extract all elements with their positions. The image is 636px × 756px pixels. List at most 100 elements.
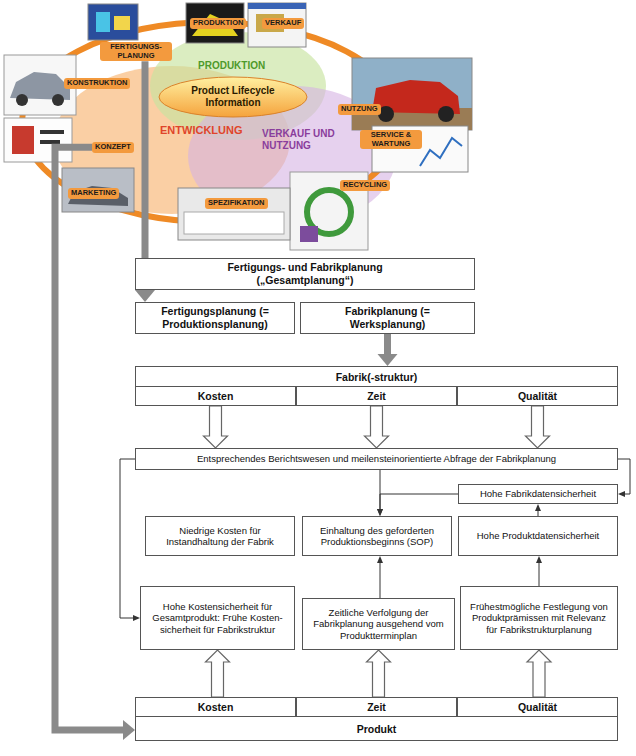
car-wheel xyxy=(52,94,64,106)
node-text: Qualität xyxy=(518,390,557,403)
process-box: Frühestmögliche Festlegung von Produktpr… xyxy=(460,586,618,650)
block-arrow xyxy=(365,406,389,448)
recycling-thumbnail-detail xyxy=(300,226,318,242)
concept-thumbnail-detail xyxy=(12,126,34,154)
node-text: Produkt xyxy=(136,717,617,740)
criterion-cell: Qualität xyxy=(457,386,618,406)
node-text: SPEZIFIKATION xyxy=(208,199,265,208)
process-box: Zeitliche Verfolgung der Fabrikplanung a… xyxy=(302,598,455,650)
connector xyxy=(206,650,230,697)
phase-tag: VERKAUF xyxy=(262,18,304,29)
connector xyxy=(378,334,398,366)
truck-wheel xyxy=(438,106,454,122)
process-box: Fertigungs- und Fabrikplanung („Gesamtpl… xyxy=(135,258,475,290)
production-thumbnail xyxy=(186,3,244,43)
node-text: Frühestmögliche Festlegung von Produktpr… xyxy=(466,601,612,635)
process-box: Hohe Fabrikdatensicherheit xyxy=(458,484,618,504)
connector xyxy=(535,504,541,516)
criterion-cell: Kosten xyxy=(135,386,296,406)
node-text: Hohe Kostensicherheit für Gesamtprodukt:… xyxy=(146,601,289,635)
node-text: Hohe Produktdatensicherheit xyxy=(477,530,600,541)
phase-tag: KONSTRUKTION xyxy=(64,78,130,89)
node-text: Fabrik(-struktur) xyxy=(136,367,617,387)
connector xyxy=(618,459,630,497)
block-arrow xyxy=(367,650,391,697)
node-text: Entsprechendes Berichtswesen und meilens… xyxy=(197,453,556,464)
group-box: Produkt Kosten Zeit Qualität xyxy=(135,697,618,741)
node-text: Qualität xyxy=(518,701,557,714)
info-ellipse: Product Lifecycle Information xyxy=(158,76,308,118)
node-text: Zeitliche Verfolgung der Fabrikplanung a… xyxy=(308,607,449,641)
arrow-head xyxy=(133,615,140,621)
connector-line xyxy=(142,61,149,291)
phase-tag: MARKETING xyxy=(68,188,119,199)
arrow-head xyxy=(536,556,542,563)
planning-thumbnail xyxy=(88,4,138,40)
node-text: Zeit xyxy=(367,390,386,403)
arrow-head xyxy=(135,290,155,302)
node-text: Zeit xyxy=(367,701,386,714)
marketing-car xyxy=(68,186,128,206)
sales-thumbnail-detail xyxy=(248,3,306,9)
block-arrow xyxy=(527,650,551,697)
service-chart xyxy=(420,138,462,166)
connector-line xyxy=(120,459,135,618)
sales-thumbnail xyxy=(248,3,306,47)
phase-tag: FERTIGUNGS-PLANUNG xyxy=(100,42,172,61)
connector xyxy=(204,406,228,448)
criterion-cell: Kosten xyxy=(135,697,296,717)
specification-thumbnail xyxy=(178,188,290,240)
node-text: PRODUKTION xyxy=(193,19,243,28)
connector xyxy=(536,556,542,586)
phase-label: PRODUKTION xyxy=(198,60,265,72)
arrow-head xyxy=(535,504,541,511)
node-text: Kosten xyxy=(198,390,234,403)
arrow-head xyxy=(618,491,625,497)
node-text: VERKAUF xyxy=(265,19,301,28)
node-text: KONSTRUKTION xyxy=(67,79,127,88)
group-box: Fabrik(-struktur) Kosten Zeit Qualität xyxy=(135,366,618,406)
criterion-cell: Qualität xyxy=(457,697,618,717)
node-text: Fabrikplanung (= Werksplanung) xyxy=(306,305,469,330)
node-text: Fertigungsplanung (= Produktionsplanung) xyxy=(141,305,289,330)
connector xyxy=(527,650,551,697)
node-text: Kosten xyxy=(198,701,234,714)
node-text: Niedrige Kosten für Instandhaltung der F… xyxy=(151,525,289,548)
connector-line xyxy=(380,494,458,510)
process-box: Entsprechendes Berichtswesen und meilens… xyxy=(135,448,618,470)
block-arrow xyxy=(204,406,228,448)
process-box: Einhaltung des geforderten Produktionsbe… xyxy=(302,516,452,556)
connector xyxy=(365,406,389,448)
marketing-thumbnail xyxy=(62,168,134,212)
phase-tag: SPEZIFIKATION xyxy=(205,198,268,209)
process-box: Niedrige Kosten für Instandhaltung der F… xyxy=(145,516,295,556)
concept-thumbnail xyxy=(4,118,72,162)
phase-tag: PRODUKTION xyxy=(190,18,246,29)
connector xyxy=(526,406,550,448)
node-text: Product Lifecycle Information xyxy=(177,85,289,109)
process-box: Hohe Kostensicherheit für Gesamtprodukt:… xyxy=(140,586,295,650)
node-text: Fertigungs- und Fabrikplanung („Gesamtpl… xyxy=(205,261,405,286)
node-text: Hohe Fabrikdatensicherheit xyxy=(480,488,596,499)
arrow-head xyxy=(377,556,383,563)
planning-thumbnail-detail xyxy=(114,16,130,30)
connector xyxy=(120,459,140,621)
connector-line xyxy=(380,562,381,598)
concept-thumbnail-detail xyxy=(40,140,60,144)
criterion-cell: Zeit xyxy=(296,386,457,406)
phase-label: VERKAUF UND NUTZUNG xyxy=(262,128,346,151)
planning-thumbnail-detail xyxy=(96,12,110,32)
block-arrow xyxy=(206,650,230,697)
phase-label: ENTWICKLUNG xyxy=(160,124,243,137)
node-text: Einhaltung des geforderten Produktionsbe… xyxy=(308,525,446,548)
process-box: Hohe Produktdatensicherheit xyxy=(458,516,618,556)
car-wheel xyxy=(16,94,28,106)
criterion-cell: Zeit xyxy=(296,697,457,717)
concept-thumbnail-detail xyxy=(40,130,64,134)
phase-tag: SERVICE & WARTUNG xyxy=(360,130,422,149)
arrow-head xyxy=(377,509,383,516)
phase-tag: RECYCLING xyxy=(340,180,390,191)
node-text: FERTIGUNGS-PLANUNG xyxy=(103,43,169,60)
node-text: SERVICE & WARTUNG xyxy=(363,131,419,148)
